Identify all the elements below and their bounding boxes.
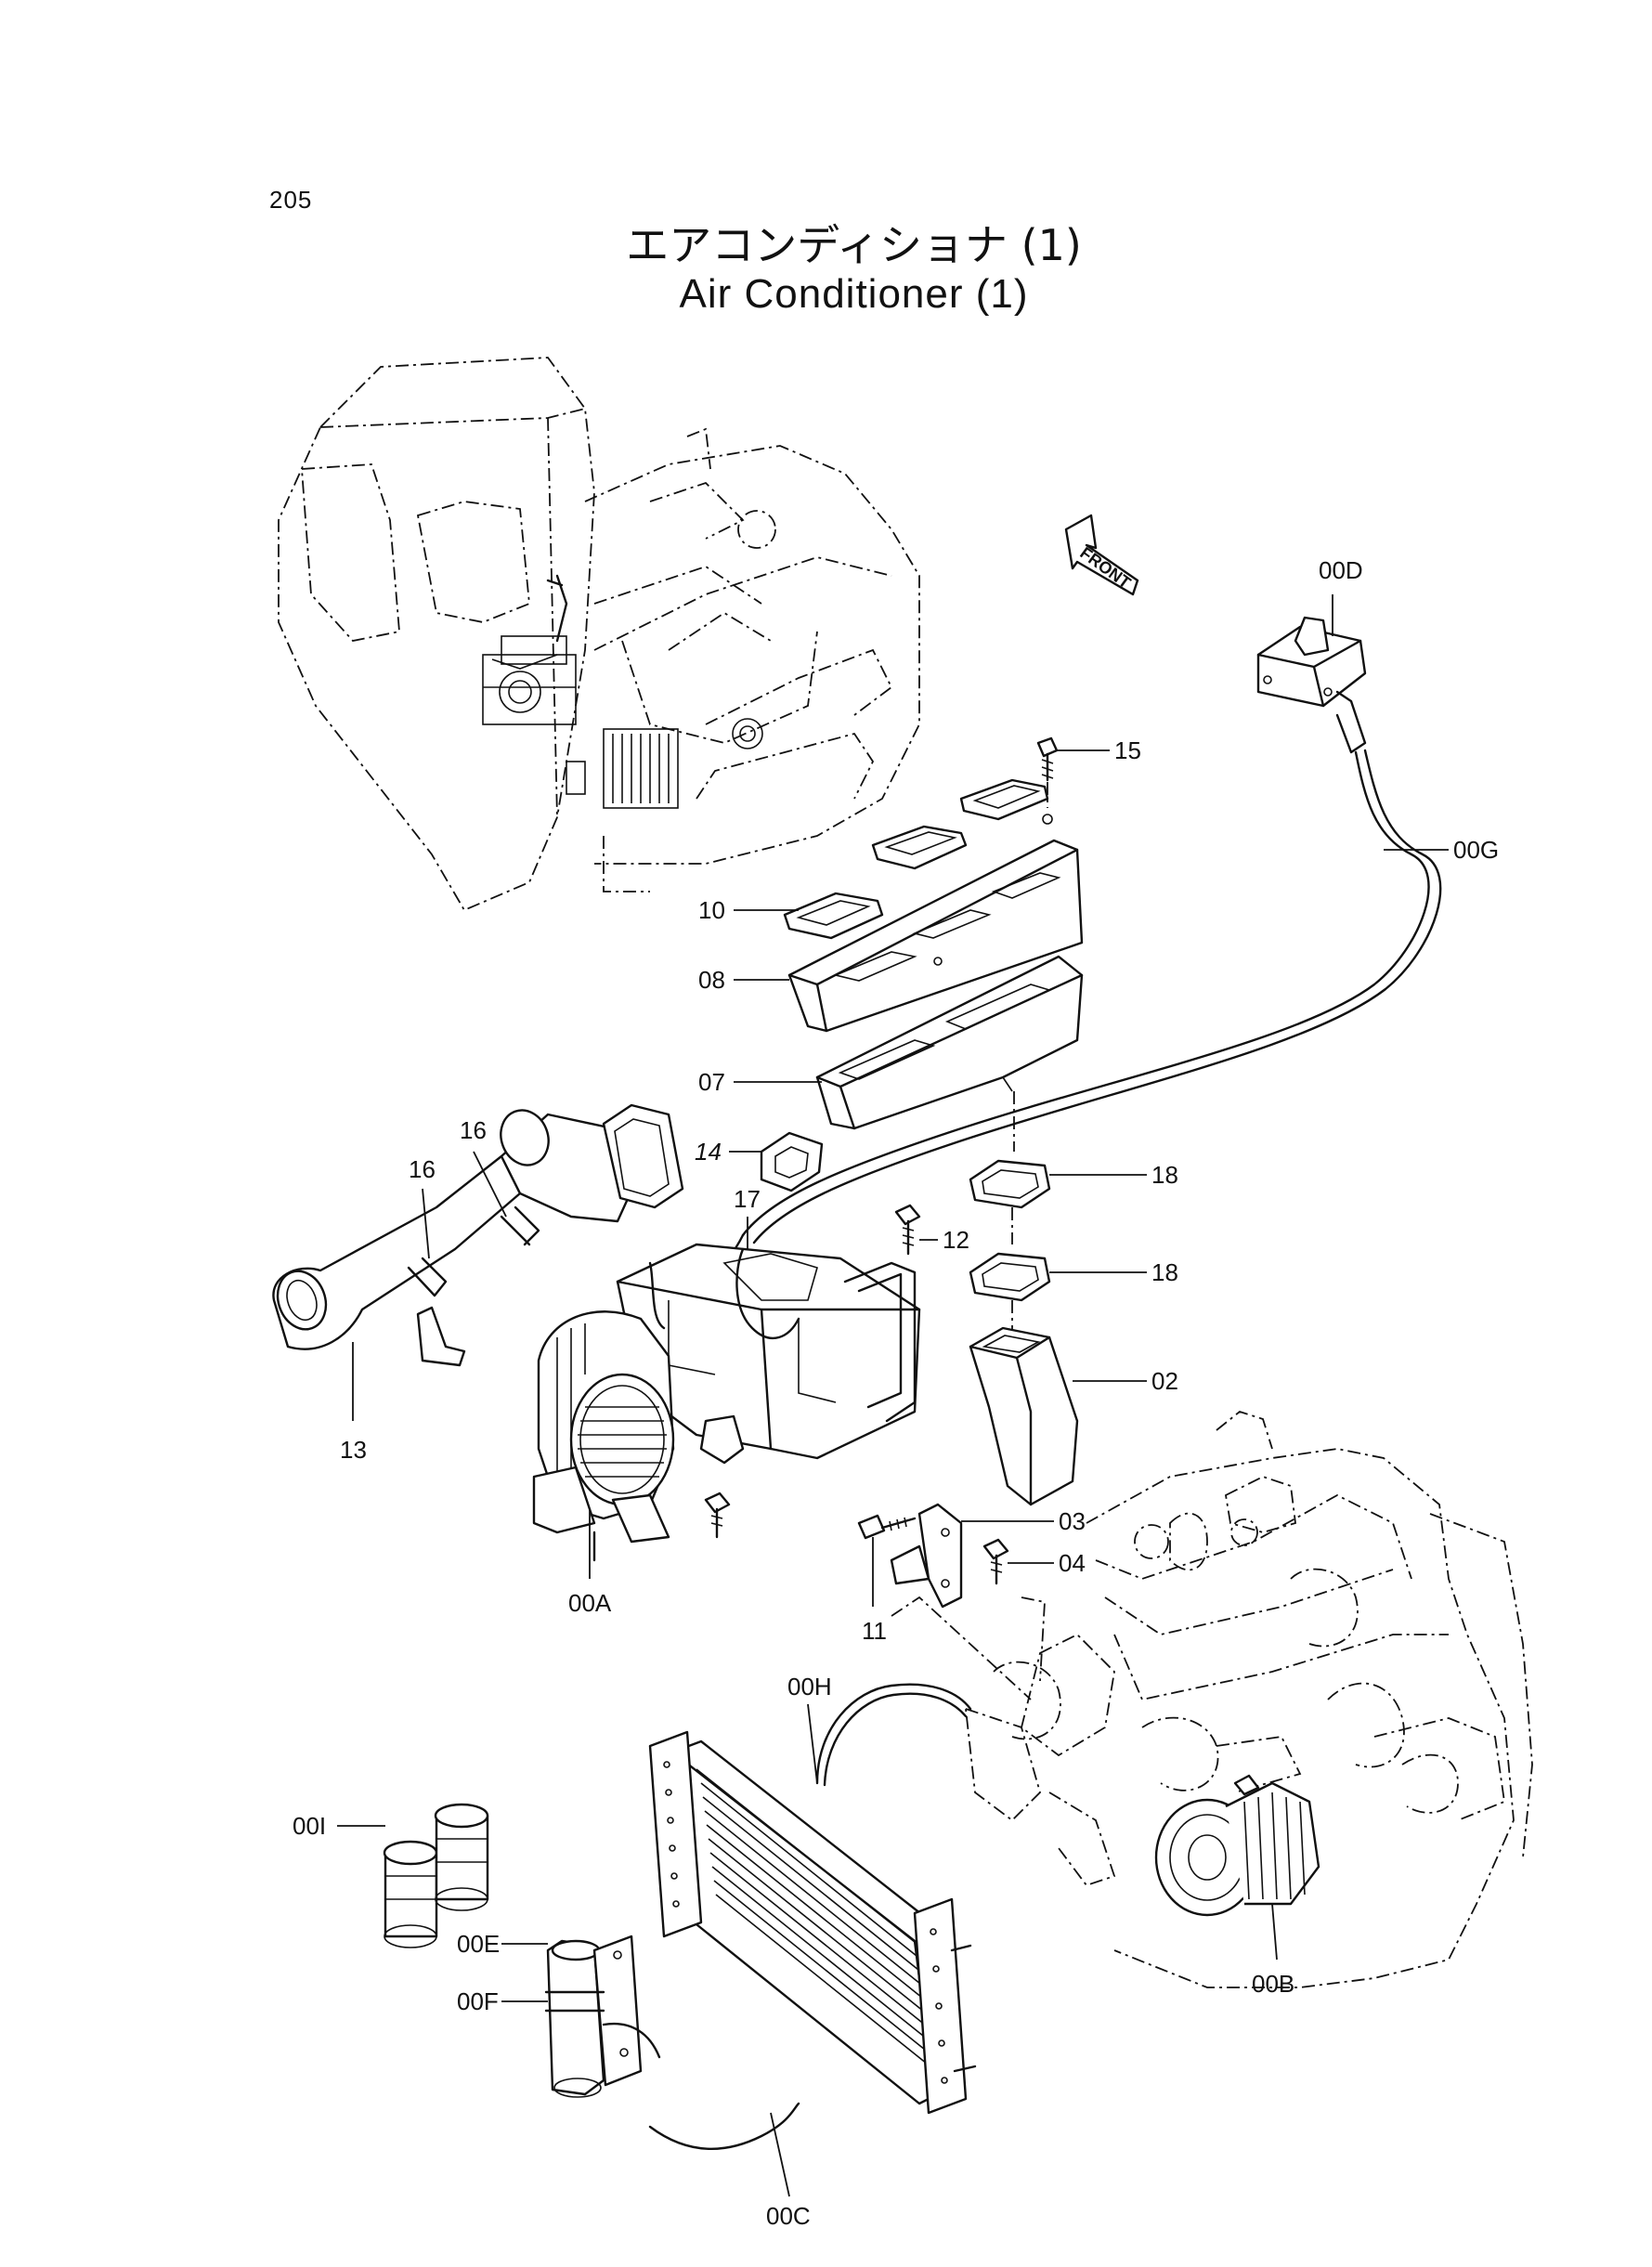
- label-13: 13: [340, 1436, 367, 1464]
- grommet-14: [760, 1131, 824, 1192]
- label-17: 17: [734, 1185, 761, 1213]
- title-japanese: エアコンディショナ (1): [626, 220, 1082, 270]
- duct-07: [815, 955, 1084, 1152]
- gaskets-18: [969, 1159, 1051, 1333]
- label-00B: 00B: [1252, 1970, 1294, 1998]
- part-labels: 00D 15 00G 10 08 07 14 16 16 17 18 12 18…: [293, 556, 1499, 2230]
- label-16b: 16: [409, 1155, 436, 1183]
- label-12: 12: [943, 1226, 969, 1254]
- duct-02: [969, 1326, 1079, 1506]
- label-04: 04: [1059, 1549, 1086, 1577]
- duct-cover-08: [787, 814, 1084, 1033]
- front-arrow: FRONT: [1064, 514, 1139, 596]
- label-00A: 00A: [568, 1589, 612, 1617]
- cylinders-00I: [383, 1803, 489, 1948]
- engine-outline: [891, 1410, 1533, 1988]
- label-15: 15: [1114, 736, 1141, 764]
- bracket-03: [890, 1503, 963, 1609]
- label-00G: 00G: [1453, 836, 1499, 864]
- label-18a: 18: [1151, 1161, 1178, 1189]
- title-english: Air Conditioner (1): [679, 271, 1029, 317]
- label-03: 03: [1059, 1507, 1086, 1535]
- hose-00H: [815, 1683, 972, 1787]
- label-00D: 00D: [1319, 556, 1363, 584]
- label-14: 14: [695, 1138, 722, 1166]
- excavator-outline: [278, 357, 920, 912]
- label-00F: 00F: [457, 1987, 499, 2015]
- label-00H: 00H: [787, 1673, 832, 1700]
- label-18b: 18: [1151, 1258, 1178, 1286]
- label-16a: 16: [460, 1116, 487, 1144]
- bolts: [704, 1204, 1009, 1585]
- label-08: 08: [698, 966, 725, 994]
- vent-louvers: [783, 778, 1049, 940]
- control-panel: [1256, 616, 1367, 754]
- air-duct-13: [272, 1103, 684, 1367]
- label-00E: 00E: [457, 1930, 500, 1958]
- label-00I: 00I: [293, 1812, 326, 1840]
- receiver-dryer: [544, 1935, 800, 2151]
- label-00C: 00C: [766, 2202, 811, 2230]
- leader-lines: [337, 594, 1449, 2197]
- label-02: 02: [1151, 1367, 1178, 1395]
- label-07: 07: [698, 1068, 725, 1096]
- label-10: 10: [698, 896, 725, 924]
- condenser-00C: [648, 1730, 977, 2115]
- ac-unit-00A: [532, 1243, 921, 1562]
- label-11: 11: [862, 1617, 887, 1645]
- page-number: 205: [269, 186, 313, 214]
